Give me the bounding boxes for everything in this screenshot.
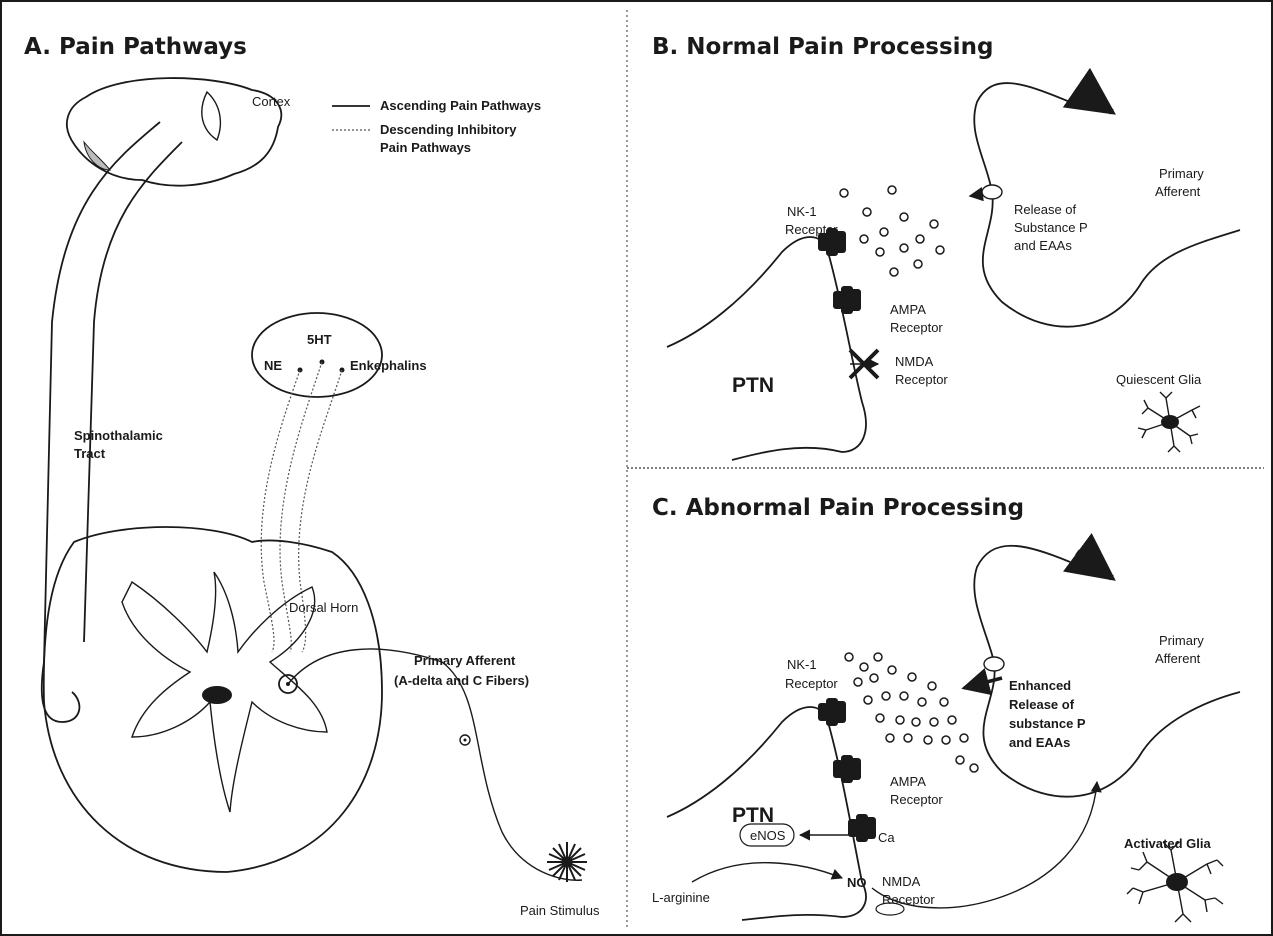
glia-label-c: Activated Glia [1124,836,1211,851]
release-site-b [982,185,1002,199]
nt-enkephalins-label: Enkephalins [350,358,427,373]
tract-label-1: Spinothalamic [74,428,163,443]
enos-label: eNOS [750,828,786,843]
release-label-2-c: Release of [1009,697,1075,712]
glia-label-b: Quiescent Glia [1116,372,1202,387]
afferent-label-1-c: Primary [1159,633,1204,648]
l-arginine-label: L-arginine [652,890,710,905]
nmda-label-2-b: Receptor [895,372,948,387]
nk1-label-1-c: NK-1 [787,657,817,672]
l-arginine-arrow [692,863,842,882]
cortex-label: Cortex [252,94,291,109]
ampa-label-1-b: AMPA [890,302,926,317]
afferent-label-1-b: Primary [1159,166,1204,181]
afferent-label-2: (A-delta and C Fibers) [394,673,529,688]
panel-a-title: A. Pain Pathways [24,34,247,60]
afferent-arrow-c [1077,552,1112,578]
afferent-label-2-b: Afferent [1155,184,1201,199]
nmda-label-1-b: NMDA [895,354,934,369]
release-label-1-c: Enhanced [1009,678,1071,693]
tract-label-2: Tract [74,446,106,461]
release-label-4-c: and EAAs [1009,735,1070,750]
nmda-receptor-b [850,350,878,378]
central-canal [202,686,232,704]
nt-5ht-label: 5HT [307,332,332,347]
drg-nucleus [464,739,467,742]
nt-ne-label: NE [264,358,282,373]
vesicles-c [845,653,978,772]
ampa-label-2-b: Receptor [890,320,943,335]
legend-descending-label-1: Descending Inhibitory [380,122,517,137]
nmda-receptor-c [848,814,876,842]
cortex-hatched-region [84,142,110,170]
quiescent-glia-icon [1138,392,1200,452]
ca-label: Ca [878,830,895,845]
ampa-label-1-c: AMPA [890,774,926,789]
panel-b-title: B. Normal Pain Processing [652,34,993,60]
ascending-pathway-inner [84,142,182,642]
nk1-label-1-b: NK-1 [787,204,817,219]
vesicles-b [840,186,944,276]
ascending-pathway-outer [44,122,160,662]
dorsal-horn-label: Dorsal Horn [289,600,358,615]
brainstem-nuclei-oval [252,313,382,397]
afferent-arrow-b [1077,88,1112,112]
afferent-label-1: Primary Afferent [414,653,516,668]
nk1-label-2-b: Receptor [785,222,838,237]
ampa-label-2-c: Receptor [890,792,943,807]
legend-ascending-label: Ascending Pain Pathways [380,98,541,113]
release-arrow-c [964,678,1002,688]
panel-b: B. Normal Pain Processing PTN NK-1 Recep… [652,34,1240,460]
release-label-3-c: substance P [1009,716,1086,731]
cortex-outline [67,78,281,186]
release-label-3-b: and EAAs [1014,238,1072,253]
no-label: NO [847,875,867,890]
nmda-label-1-c: NMDA [882,874,921,889]
panel-c: C. Abnormal Pain Processing PTN NK-1 Rec… [652,495,1240,922]
tract-loop [42,662,80,722]
pain-stimulus-label: Pain Stimulus [520,903,600,918]
legend-descending-label-2: Pain Pathways [380,140,471,155]
activated-glia-icon [1127,842,1223,922]
panel-c-title: C. Abnormal Pain Processing [652,495,1024,521]
panel-a: A. Pain Pathways Ascending Pain Pathways… [24,34,600,918]
afferent-label-2-c: Afferent [1155,651,1201,666]
release-label-2-b: Substance P [1014,220,1088,235]
release-site-c [984,657,1004,671]
presynaptic-terminal-c [974,546,1240,797]
cortex-gyrus [202,92,221,140]
ptn-label-b: PTN [732,374,774,397]
release-label-1-b: Release of [1014,202,1077,217]
pain-stimulus-icon [547,842,587,882]
nk1-receptor-c [818,698,846,726]
ptn-membrane-b [667,237,866,460]
nk1-label-2-c: Receptor [785,676,838,691]
